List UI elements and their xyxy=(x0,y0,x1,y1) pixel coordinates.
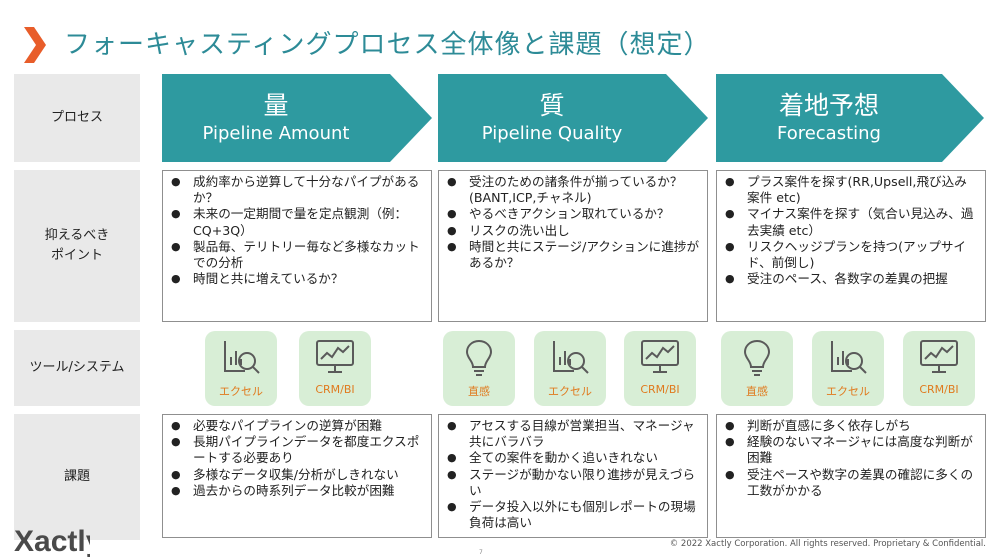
chart-magnifier-icon xyxy=(831,341,867,374)
tool-label: 直感 xyxy=(746,385,768,398)
row-label-tools: ツール/システム xyxy=(14,330,140,406)
page-number: 7 xyxy=(479,549,483,556)
chart-magnifier-icon xyxy=(553,341,589,374)
stage-arrow-forecasting: 着地予想 Forecasting xyxy=(716,74,988,162)
stage-arrow-quality: 質 Pipeline Quality xyxy=(438,74,710,162)
tool-card-intuition: 直感 xyxy=(721,331,793,406)
monitor-chart-icon xyxy=(641,340,679,373)
monitor-chart-icon xyxy=(920,340,958,373)
list-item: リスクの洗い出し xyxy=(445,223,701,239)
points-box-forecasting: プラス案件を探す(RR,Upsell,飛び込み案件 etc) マイナス案件を探す… xyxy=(716,170,986,322)
list-item: 判断が直感に多く依存しがち xyxy=(723,418,979,434)
list-item: 成約率から逆算して十分なパイプがあるか？ xyxy=(169,174,425,206)
list-item: 未来の一定期間で量を定点観測（例：CQ+3Q） xyxy=(169,206,425,238)
stage-english: Pipeline Amount xyxy=(202,123,350,144)
issues-box-forecasting: 判断が直感に多く依存しがち 経験のないマネージャには高度な判断が困難 受注ペース… xyxy=(716,414,986,538)
tool-label: CRM/BI xyxy=(640,383,680,396)
list-item: 時間と共にステージ/アクションに進捗があるか？ xyxy=(445,239,701,271)
stage-kanji: 質 xyxy=(539,91,565,120)
list-item: 多様なデータ収集/分析がしきれない xyxy=(169,467,425,483)
list-item: 必要なパイプラインの逆算が困難 xyxy=(169,418,425,434)
list-item: リスクヘッジプランを持つ(アップサイド、前倒し) xyxy=(723,239,979,271)
list-item: 時間と共に増えているか？ xyxy=(169,271,425,287)
tool-card-excel: エクセル xyxy=(812,331,884,406)
list-item: 製品毎、テリトリー毎など多様なカットでの分析 xyxy=(169,239,425,271)
stage-kanji: 着地予想 xyxy=(778,91,879,120)
copyright-text: © 2022 Xactly Corporation. All rights re… xyxy=(669,539,986,549)
arrow-shape xyxy=(716,74,984,162)
title-chevron-icon xyxy=(24,27,46,63)
issues-box-amount: 必要なパイプラインの逆算が困難 長期パイプラインデータを都度エクスポートする必要… xyxy=(162,414,432,538)
tool-card-excel: エクセル xyxy=(205,331,277,406)
logo-text: Xactly xyxy=(14,528,90,557)
tool-label: CRM/BI xyxy=(315,383,355,396)
tool-card-intuition: 直感 xyxy=(443,331,515,406)
monitor-chart-icon xyxy=(316,340,354,373)
stage-english: Forecasting xyxy=(776,123,881,144)
page-title: フォーキャスティングプロセス全体像と課題（想定） xyxy=(64,30,711,60)
tool-label: エクセル xyxy=(826,385,870,398)
tool-card-crm-bi: CRM/BI xyxy=(624,331,696,406)
list-item: 受注ペースや数字の差異の確認に多くの工数がかかる xyxy=(723,467,979,499)
list-item: 全ての案件を動かく追いきれない xyxy=(445,450,701,466)
tool-card-crm-bi: CRM/BI xyxy=(903,331,975,406)
list-item: 長期パイプラインデータを都度エクスポートする必要あり xyxy=(169,434,425,466)
issues-box-quality: アセスする目線が営業担当、マネージャ共にバラバラ 全ての案件を動かく追いきれない… xyxy=(438,414,708,538)
list-item: マイナス案件を探す（気合い見込み、過去実績 etc） xyxy=(723,206,979,238)
arrow-shape xyxy=(438,74,708,162)
points-box-amount: 成約率から逆算して十分なパイプがあるか？ 未来の一定期間で量を定点観測（例：CQ… xyxy=(162,170,432,322)
lightbulb-icon xyxy=(465,339,493,376)
list-item: 経験のないマネージャには高度な判断が困難 xyxy=(723,434,979,466)
list-item: アセスする目線が営業担当、マネージャ共にバラバラ xyxy=(445,418,701,450)
list-item: 過去からの時系列データ比較が困難 xyxy=(169,483,425,499)
company-logo: Xactly xyxy=(14,528,90,557)
list-item: 受注のための諸条件が揃っているか？(BANT,ICP,チャネル) xyxy=(445,174,701,206)
points-box-quality: 受注のための諸条件が揃っているか？(BANT,ICP,チャネル) やるべきアクシ… xyxy=(438,170,708,322)
list-item: プラス案件を探す(RR,Upsell,飛び込み案件 etc) xyxy=(723,174,979,206)
stage-arrow-amount: 量 Pipeline Amount xyxy=(162,74,434,162)
stage-kanji: 量 xyxy=(263,91,289,120)
tool-card-crm-bi: CRM/BI xyxy=(299,331,371,406)
list-item: 受注のペース、各数字の差異の把握 xyxy=(723,271,979,287)
stage-english: Pipeline Quality xyxy=(481,123,623,144)
row-label-issues: 課題 xyxy=(14,414,140,540)
row-label-points: 抑えるべき ポイント xyxy=(14,170,140,322)
arrow-shape xyxy=(162,74,432,162)
list-item: データ投入以外にも個別レポートの現場負荷は高い xyxy=(445,499,701,531)
tool-label: CRM/BI xyxy=(919,383,959,396)
row-label-process: プロセス xyxy=(14,74,140,162)
list-item: ステージが動かない限り進捗が見えづらい xyxy=(445,467,701,499)
tool-label: エクセル xyxy=(548,385,592,398)
list-item: やるべきアクション取れているか？ xyxy=(445,206,701,222)
tool-label: 直感 xyxy=(468,385,490,398)
tool-card-excel: エクセル xyxy=(534,331,606,406)
tool-label: エクセル xyxy=(219,385,263,398)
chart-magnifier-icon xyxy=(224,341,260,374)
lightbulb-icon xyxy=(743,339,771,376)
